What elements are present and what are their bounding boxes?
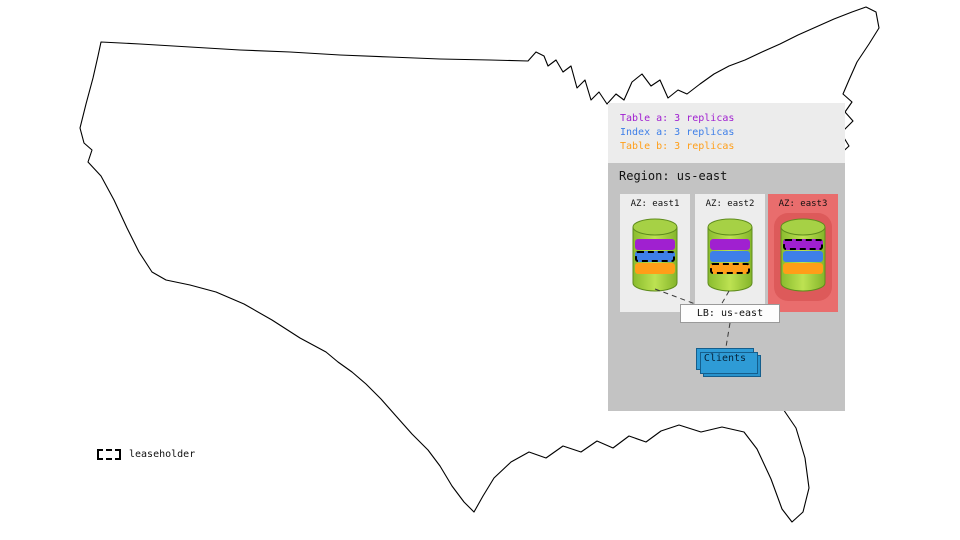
load-balancer: LB: us-east [680, 304, 780, 323]
leaseholder-swatch-icon [97, 449, 121, 460]
leaseholder-key: leaseholder [97, 449, 195, 460]
replica-bar-index-a [783, 251, 823, 262]
replica-bar-table-a [710, 239, 750, 250]
region-us-east: Region: us-east AZ: east1 AZ: east2 [608, 163, 845, 411]
az-east1: AZ: east1 [620, 194, 690, 312]
replica-legend: Table a: 3 replicas Index a: 3 replicas … [608, 103, 845, 163]
clients-box: Clients [696, 348, 761, 377]
legend-item-table-a: Table a: 3 replicas [620, 113, 735, 124]
leaseholder-key-label: leaseholder [129, 449, 196, 460]
az-east3-label: AZ: east3 [778, 199, 828, 209]
az-east3: AZ: east3 [768, 194, 838, 312]
replica-bar-index-a [635, 251, 675, 262]
replica-bar-table-b [710, 263, 750, 274]
az-east2-label: AZ: east2 [705, 199, 755, 209]
replica-bar-table-a [635, 239, 675, 250]
az-east1-label: AZ: east1 [630, 199, 680, 209]
region-title: Region: us-east [619, 169, 728, 183]
replica-bar-table-a [783, 239, 823, 250]
legend-item-table-b: Table b: 3 replicas [620, 141, 735, 152]
replica-bar-table-b [635, 263, 675, 274]
replica-bar-index-a [710, 251, 750, 262]
az-east2: AZ: east2 [695, 194, 765, 312]
legend-item-index-a: Index a: 3 replicas [620, 127, 735, 138]
replica-bar-table-b [783, 263, 823, 274]
